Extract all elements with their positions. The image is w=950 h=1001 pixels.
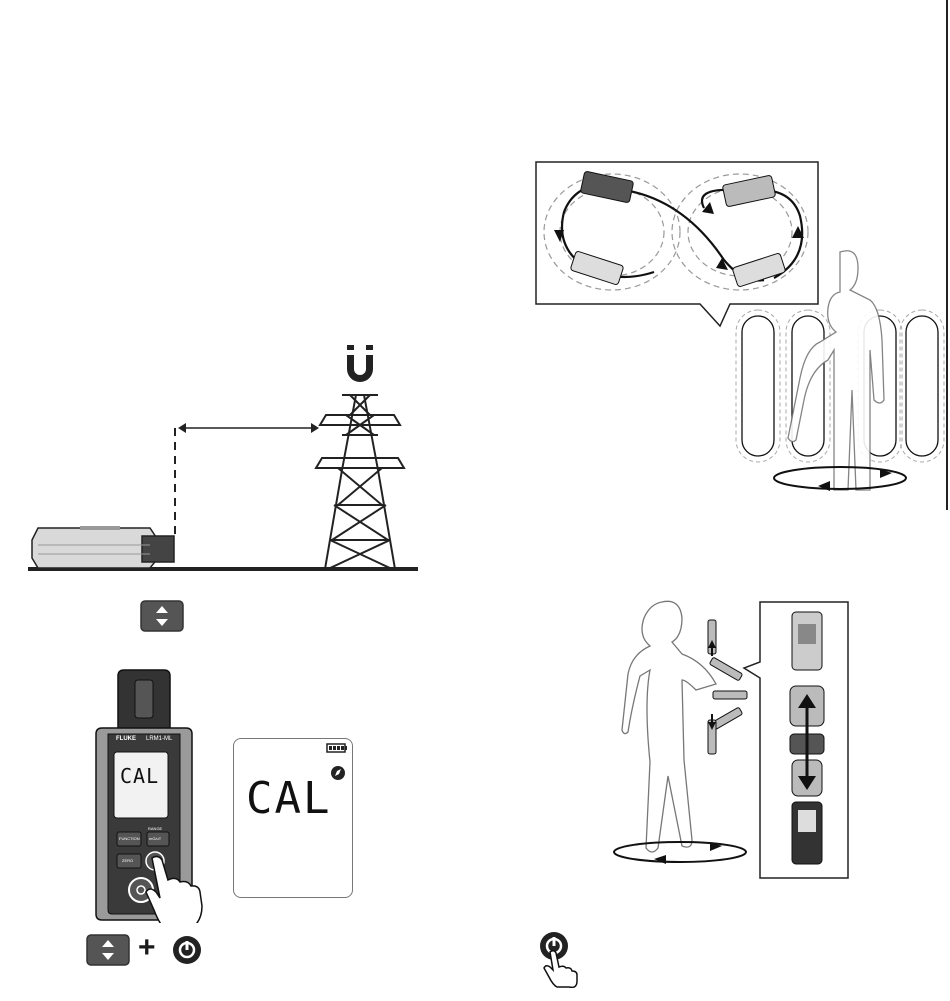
zoomed-display: CAL [233,738,353,898]
figure-eight-callout [534,160,950,500]
device-screen-text: CAL [120,764,159,788]
battery-icon [326,743,348,753]
range-label: RANGE [148,826,162,831]
zero-button-label: ZERO [122,858,133,863]
device-model: LRM1-ML [146,736,172,742]
power-icon [172,935,202,965]
device-brand: FLUKE [116,736,136,742]
distance-illustration [20,340,430,580]
meter-device: FLUKE LRM1-ML CAL FUNCTION RANGE mG/uT Z… [90,668,210,923]
arrow-button-combo-icon [86,934,130,966]
press-hand-icon [536,930,580,988]
transmission-tower [316,395,404,569]
vertical-motion-callout [740,600,852,880]
meter-lying [32,526,174,568]
magnet-icon [347,345,373,382]
range-button-label: mG/uT [149,836,161,841]
up-down-arrow-button-icon [140,600,184,632]
plus-sign: + [138,930,156,966]
page-edge-line [946,0,948,510]
function-button-label: FUNCTION [119,836,140,841]
zoomed-display-text: CAL [246,773,331,824]
compass-icon [330,765,346,781]
